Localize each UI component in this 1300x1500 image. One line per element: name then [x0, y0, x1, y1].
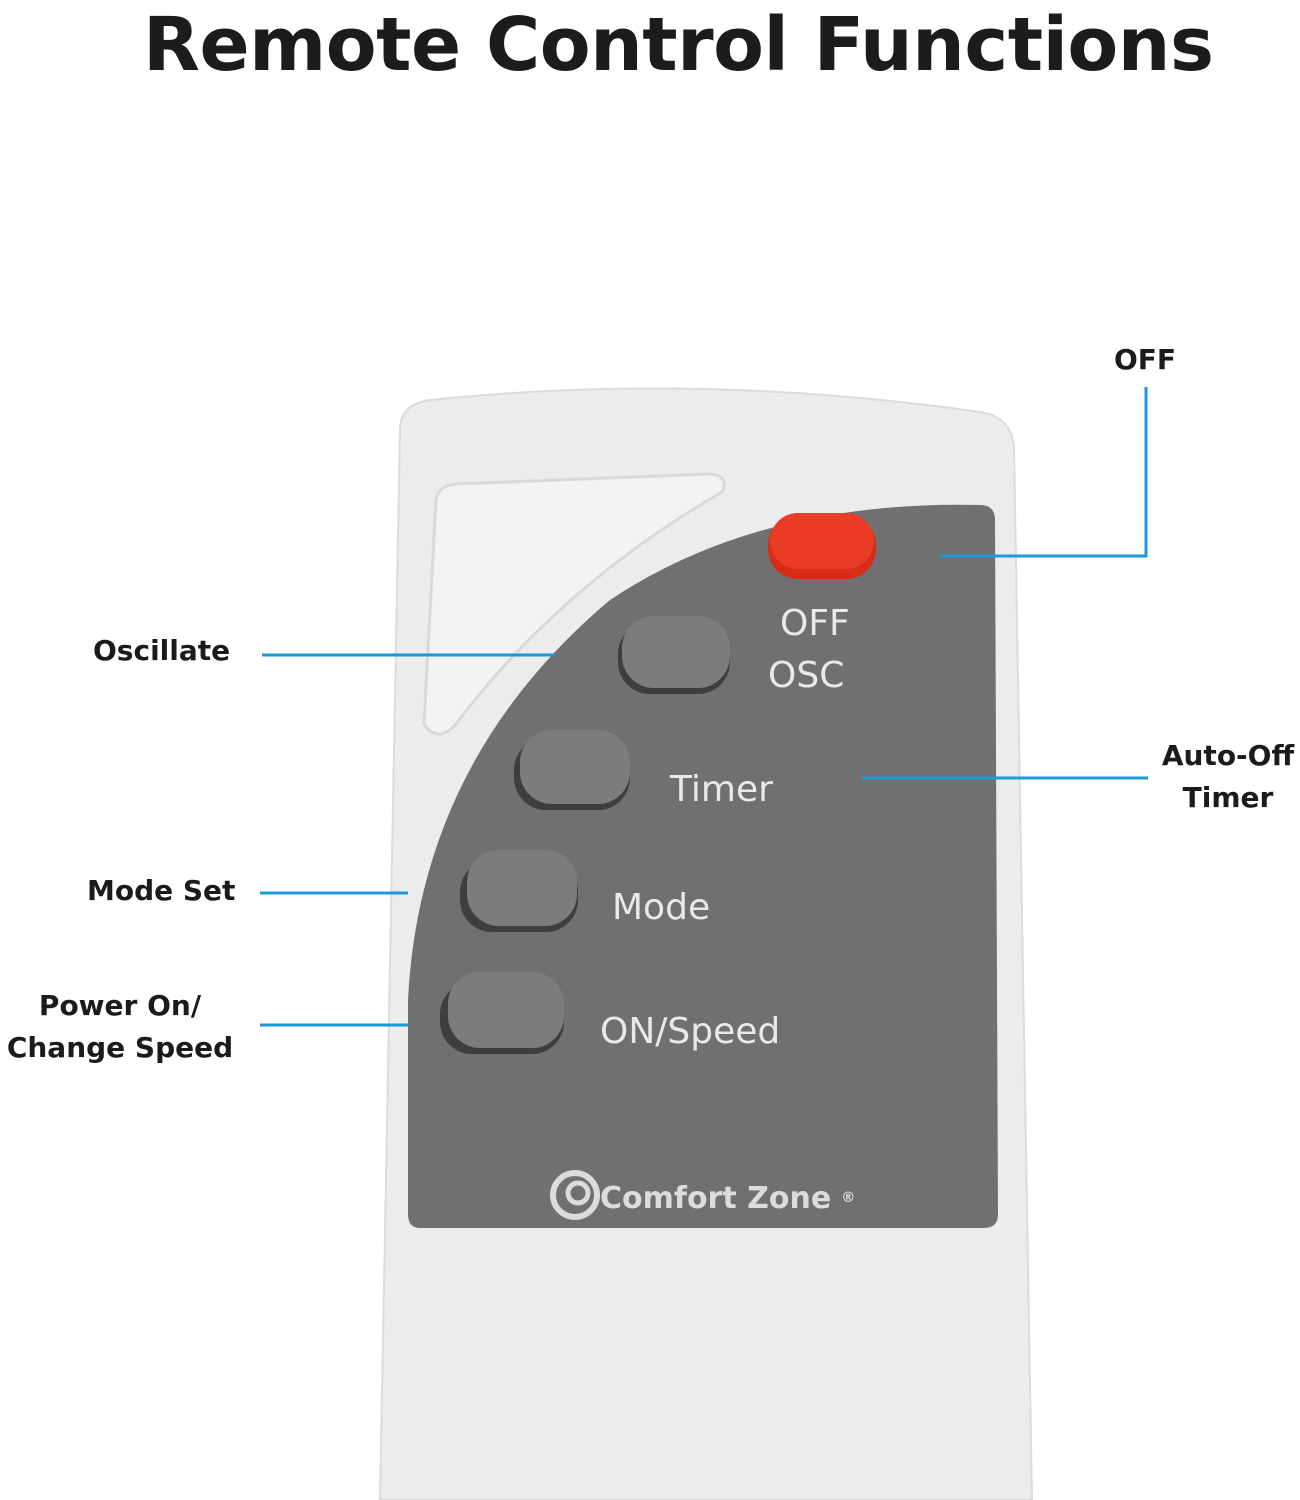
off-key-label: OFF	[780, 604, 850, 644]
off-key-top	[770, 513, 874, 569]
osc-key-label: OSC	[768, 656, 844, 696]
timer-key-label: Timer	[670, 770, 773, 810]
on-speed-key-label: ON/Speed	[600, 1012, 780, 1052]
callout-power-line2: Change Speed	[0, 1027, 240, 1069]
callout-auto-off-timer: Auto-Off Timer	[1148, 735, 1300, 819]
callout-auto-off-line1: Auto-Off	[1148, 735, 1300, 777]
osc-key[interactable]	[622, 616, 730, 688]
callout-power-change-speed: Power On/ Change Speed	[0, 985, 240, 1069]
mode-key-label: Mode	[612, 888, 710, 928]
callout-auto-off-line2: Timer	[1148, 777, 1300, 819]
brand-registered-mark: ®	[841, 1190, 855, 1206]
on-speed-key[interactable]	[448, 972, 564, 1048]
callout-off: OFF	[1114, 339, 1176, 381]
timer-key[interactable]	[520, 730, 630, 804]
callout-mode-set: Mode Set	[87, 870, 235, 912]
brand-wordmark: Comfort Zone ®	[550, 1178, 855, 1218]
callout-power-line1: Power On/	[0, 985, 240, 1027]
callout-oscillate: Oscillate	[93, 630, 230, 672]
brand-name: Comfort Zone	[600, 1181, 831, 1216]
mode-key[interactable]	[467, 850, 577, 926]
